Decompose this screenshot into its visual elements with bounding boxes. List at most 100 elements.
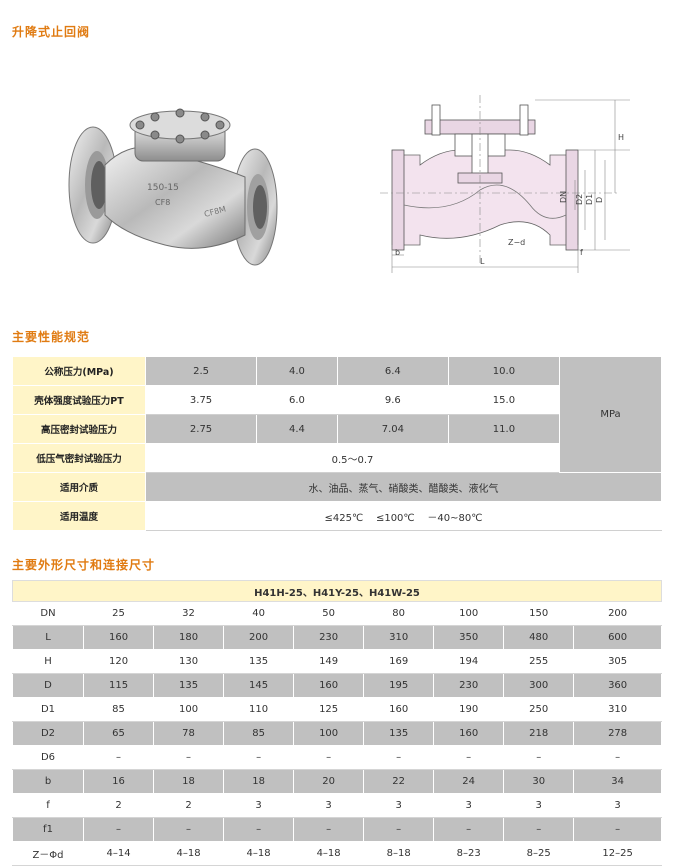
dimension-cell: –	[223, 745, 295, 770]
dim-label-zd: Z−d	[508, 238, 525, 247]
spec-cell-span: 水、油品、蒸气、硝酸类、醋酸类、液化气	[145, 472, 662, 502]
dimension-cell: 32	[153, 601, 225, 626]
cast-mark-size: 150-15	[147, 183, 179, 193]
dimension-cell: 190	[433, 697, 505, 722]
spec-cell: 6.4	[336, 356, 449, 386]
dimension-cell: 230	[293, 625, 365, 650]
spec-cell: 2.5	[144, 356, 258, 386]
dimension-label: f1	[12, 817, 84, 842]
spec-table: 公称压力(MPa) 2.5 4.0 6.4 10.0 MPa 壳体强度试验压力P…	[12, 356, 663, 531]
spec-label: 高压密封试验压力	[12, 414, 146, 444]
dimension-cell: –	[293, 745, 365, 770]
dimension-cell: –	[82, 745, 155, 770]
dimension-label: H	[12, 649, 84, 674]
dimension-cell: 50	[293, 601, 365, 626]
dimension-cell: 135	[223, 649, 295, 674]
dimension-label: b	[12, 769, 84, 794]
dimension-cell: 480	[503, 625, 575, 650]
spec-unit: MPa	[558, 356, 663, 473]
spec-row: 适用介质 水、油品、蒸气、硝酸类、醋酸类、液化气	[12, 472, 662, 502]
dimension-cell: 85	[223, 721, 295, 746]
spec-cell: 11.0	[447, 414, 560, 444]
dimension-cell: 200	[223, 625, 295, 650]
page-title: 升降式止回阀	[12, 25, 91, 39]
dimension-cell: 160	[293, 673, 365, 698]
dimension-cell: –	[153, 817, 225, 842]
spec-row: 高压密封试验压力 2.75 4.4 7.04 11.0	[12, 414, 662, 444]
dimension-header-row: H41H-25、H41Y-25、H41W-25	[12, 580, 662, 602]
dim-label-l: L	[480, 257, 485, 266]
dimension-cell: 3	[293, 793, 365, 818]
dimension-label: DN	[12, 601, 84, 626]
spec-cell: 6.0	[256, 385, 338, 415]
dim-label-d: D	[595, 197, 604, 203]
dim-label-d2: D2	[575, 194, 584, 205]
dimension-cell: 78	[153, 721, 225, 746]
spec-cell: 2.75	[144, 414, 258, 444]
dimension-cell: 80	[363, 601, 435, 626]
dimension-label: D	[12, 673, 84, 698]
dimension-cell: 30	[503, 769, 575, 794]
dimension-cell: –	[433, 817, 505, 842]
valve-photo: 150-15 CF8 CF8M	[68, 108, 278, 266]
dimension-cell: 22	[363, 769, 435, 794]
dimension-cell: 3	[503, 793, 575, 818]
dimension-cell: 24	[433, 769, 505, 794]
dimension-cell: 34	[573, 769, 662, 794]
dimension-cell: 40	[223, 601, 295, 626]
spec-label: 公称压力(MPa)	[12, 356, 146, 386]
dimension-cell: 145	[223, 673, 295, 698]
spec-cell: 3.75	[144, 385, 258, 415]
section-drawing: H DN D2 D1 D Z−d b L f	[380, 95, 630, 273]
spec-cell: 4.0	[256, 356, 338, 386]
dimension-cell: 600	[573, 625, 662, 650]
dimension-cell: 16	[82, 769, 155, 794]
spec-cell: 10.0	[447, 356, 560, 386]
dimension-cell: 218	[503, 721, 575, 746]
dimension-cell: 310	[363, 625, 435, 650]
dimension-label: f	[12, 793, 84, 818]
dimension-cell: 125	[293, 697, 365, 722]
dimension-cell: –	[433, 745, 505, 770]
dimension-cell: 65	[82, 721, 155, 746]
spec-cell-span: ≤425℃ ≤100℃ －40~80℃	[145, 501, 662, 531]
dimension-cell: –	[82, 817, 155, 842]
cast-mark-material: CF8	[155, 198, 170, 207]
dimension-cell: 160	[433, 721, 505, 746]
dimension-cell: 149	[293, 649, 365, 674]
dimension-cell: 110	[223, 697, 295, 722]
dimension-cell: 230	[433, 673, 505, 698]
dimension-cell: 25	[82, 601, 155, 626]
spec-label: 适用介质	[12, 472, 146, 502]
spec-cell: 9.6	[336, 385, 449, 415]
spec-label: 低压气密封试验压力	[12, 443, 146, 473]
spec-cell: 7.04	[336, 414, 449, 444]
dimension-label: D6	[12, 745, 84, 770]
spec-label: 适用温度	[12, 501, 146, 531]
dimension-cell: 160	[82, 625, 155, 650]
dimension-label: L	[12, 625, 84, 650]
dimension-cell: –	[573, 817, 662, 842]
dimension-cell: –	[503, 745, 575, 770]
dimension-cell: –	[573, 745, 662, 770]
spec-section-title: 主要性能规范	[12, 330, 91, 344]
spec-cell: 15.0	[447, 385, 560, 415]
dimension-cell: 135	[363, 721, 435, 746]
spec-row: 公称压力(MPa) 2.5 4.0 6.4 10.0 MPa	[12, 356, 663, 473]
dimension-cell: 135	[153, 673, 225, 698]
dimension-cell: 150	[503, 601, 575, 626]
dimension-cell: –	[293, 817, 365, 842]
dimension-row: D6––––––––	[12, 745, 662, 770]
dimension-cell: 350	[433, 625, 505, 650]
dimension-cell: 3	[573, 793, 662, 818]
dim-section-title: 主要外形尺寸和连接尺寸	[12, 558, 156, 572]
dimension-cell: 194	[433, 649, 505, 674]
dimension-cell: 300	[503, 673, 575, 698]
dimension-cell: 115	[82, 673, 155, 698]
dimension-cell: 2	[82, 793, 155, 818]
dimension-cell: –	[363, 745, 435, 770]
dimension-cell: 160	[363, 697, 435, 722]
